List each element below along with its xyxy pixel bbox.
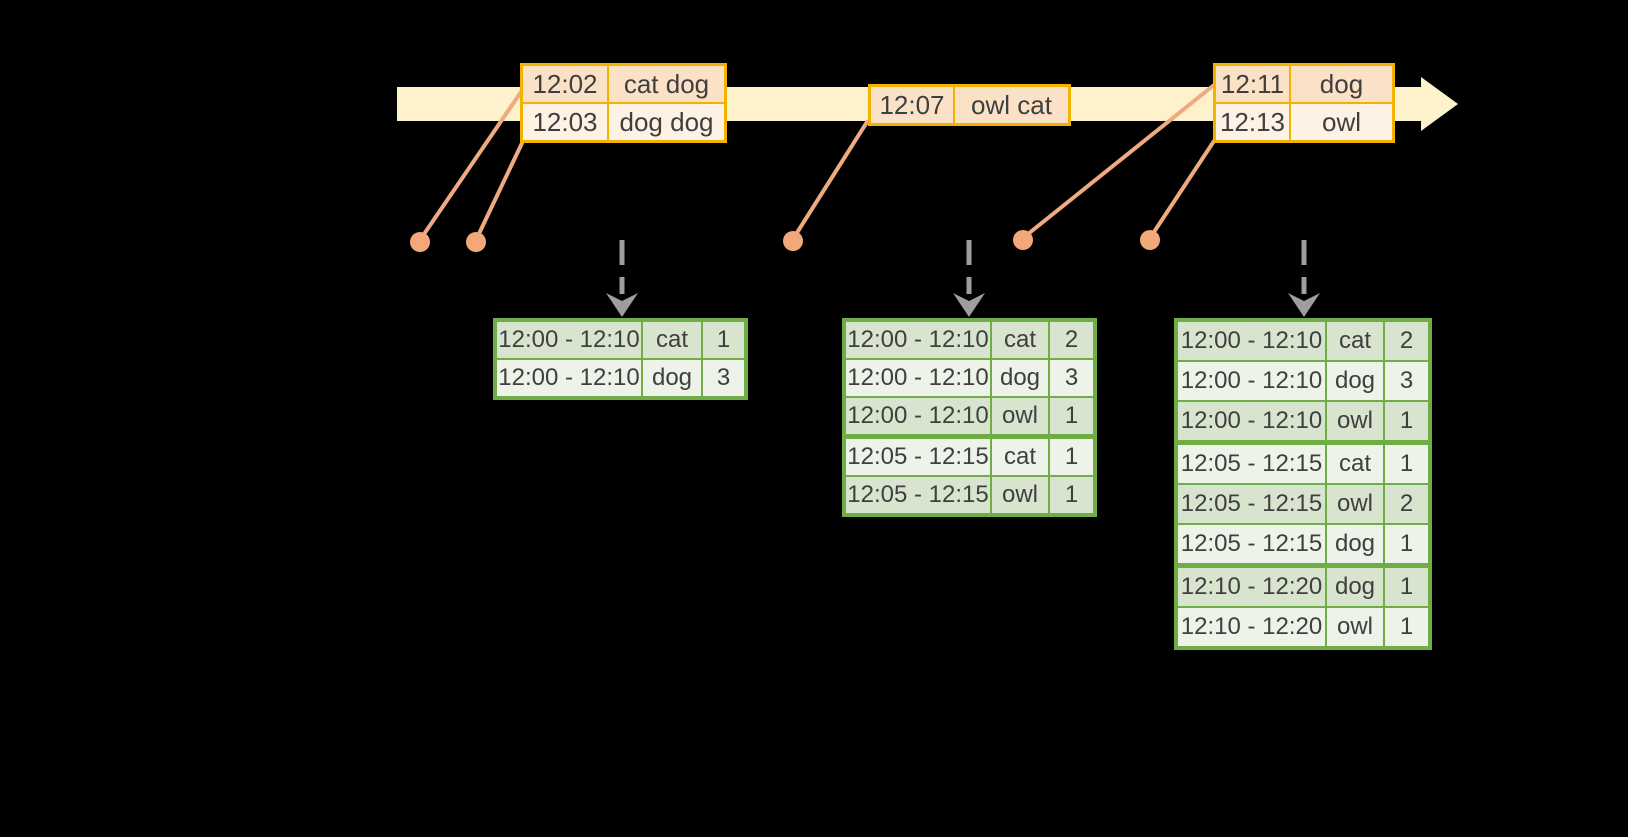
result-count-cell: 2	[1050, 322, 1093, 358]
event-connector-line	[1148, 139, 1216, 240]
result-word-cell: dog	[643, 360, 701, 396]
result-word-cell: dog	[1327, 568, 1383, 606]
trigger-arrow-icon	[1288, 240, 1320, 317]
event-words-cell: owl	[1291, 104, 1392, 140]
event-connector-line	[791, 120, 869, 241]
event-dot	[1140, 230, 1160, 250]
event-words-cell: dog dog	[609, 104, 724, 140]
result-window-cell: 12:00 - 12:10	[846, 322, 990, 358]
result-word-cell: cat	[992, 439, 1048, 475]
event-words-cell: dog	[1291, 66, 1392, 102]
result-count-cell: 2	[1385, 322, 1428, 360]
result-window-cell: 12:05 - 12:15	[1178, 445, 1325, 483]
result-window-cell: 12:00 - 12:10	[497, 360, 641, 396]
result-window-cell: 12:00 - 12:10	[1178, 322, 1325, 360]
result-window-cell: 12:00 - 12:10	[1178, 362, 1325, 400]
event-words-cell: owl cat	[955, 87, 1068, 123]
result-count-cell: 1	[1385, 568, 1428, 606]
result-count-cell: 1	[1385, 402, 1428, 440]
event-dot	[783, 231, 803, 251]
result-count-cell: 3	[1385, 362, 1428, 400]
result-word-cell: cat	[1327, 445, 1383, 483]
result-window-cell: 12:05 - 12:15	[846, 477, 990, 513]
event-dot	[410, 232, 430, 252]
trigger-arrow-icon	[953, 240, 985, 317]
result-count-cell: 1	[1385, 608, 1428, 646]
result-count-cell: 1	[1050, 477, 1093, 513]
result-word-cell: cat	[1327, 322, 1383, 360]
event-connector-line	[474, 139, 525, 242]
result-window-cell: 12:00 - 12:10	[846, 398, 990, 434]
event-connector-line	[418, 90, 523, 242]
event-time-cell: 12:07	[871, 87, 953, 123]
result-window-cell: 12:05 - 12:15	[1178, 525, 1325, 563]
result-word-cell: owl	[992, 477, 1048, 513]
result-window-cell: 12:10 - 12:20	[1178, 608, 1325, 646]
result-count-cell: 1	[703, 322, 744, 358]
result-count-cell: 3	[703, 360, 744, 396]
event-dot	[1013, 230, 1033, 250]
result-word-cell: cat	[643, 322, 701, 358]
result-count-cell: 1	[1050, 439, 1093, 475]
result-count-cell: 1	[1385, 445, 1428, 483]
event-time-cell: 12:13	[1216, 104, 1289, 140]
result-count-cell: 1	[1050, 398, 1093, 434]
result-word-cell: dog	[992, 360, 1048, 396]
result-count-cell: 1	[1385, 525, 1428, 563]
trigger-arrow-icon	[606, 240, 638, 317]
result-word-cell: owl	[992, 398, 1048, 434]
result-word-cell: dog	[1327, 525, 1383, 563]
result-count-cell: 2	[1385, 485, 1428, 523]
result-window-cell: 12:05 - 12:15	[1178, 485, 1325, 523]
event-words-cell: cat dog	[609, 66, 724, 102]
timeline-arrowhead-icon	[1421, 77, 1458, 131]
result-word-cell: cat	[992, 322, 1048, 358]
result-window-cell: 12:00 - 12:10	[497, 322, 641, 358]
result-word-cell: dog	[1327, 362, 1383, 400]
event-dot	[466, 232, 486, 252]
result-word-cell: owl	[1327, 608, 1383, 646]
event-time-cell: 12:02	[523, 66, 607, 102]
event-time-cell: 12:11	[1216, 66, 1289, 102]
event-time-cell: 12:03	[523, 104, 607, 140]
result-word-cell: owl	[1327, 485, 1383, 523]
result-window-cell: 12:00 - 12:10	[1178, 402, 1325, 440]
result-window-cell: 12:00 - 12:10	[846, 360, 990, 396]
result-count-cell: 3	[1050, 360, 1093, 396]
result-word-cell: owl	[1327, 402, 1383, 440]
result-window-cell: 12:10 - 12:20	[1178, 568, 1325, 606]
result-window-cell: 12:05 - 12:15	[846, 439, 990, 475]
event-connector-line	[1021, 83, 1216, 240]
